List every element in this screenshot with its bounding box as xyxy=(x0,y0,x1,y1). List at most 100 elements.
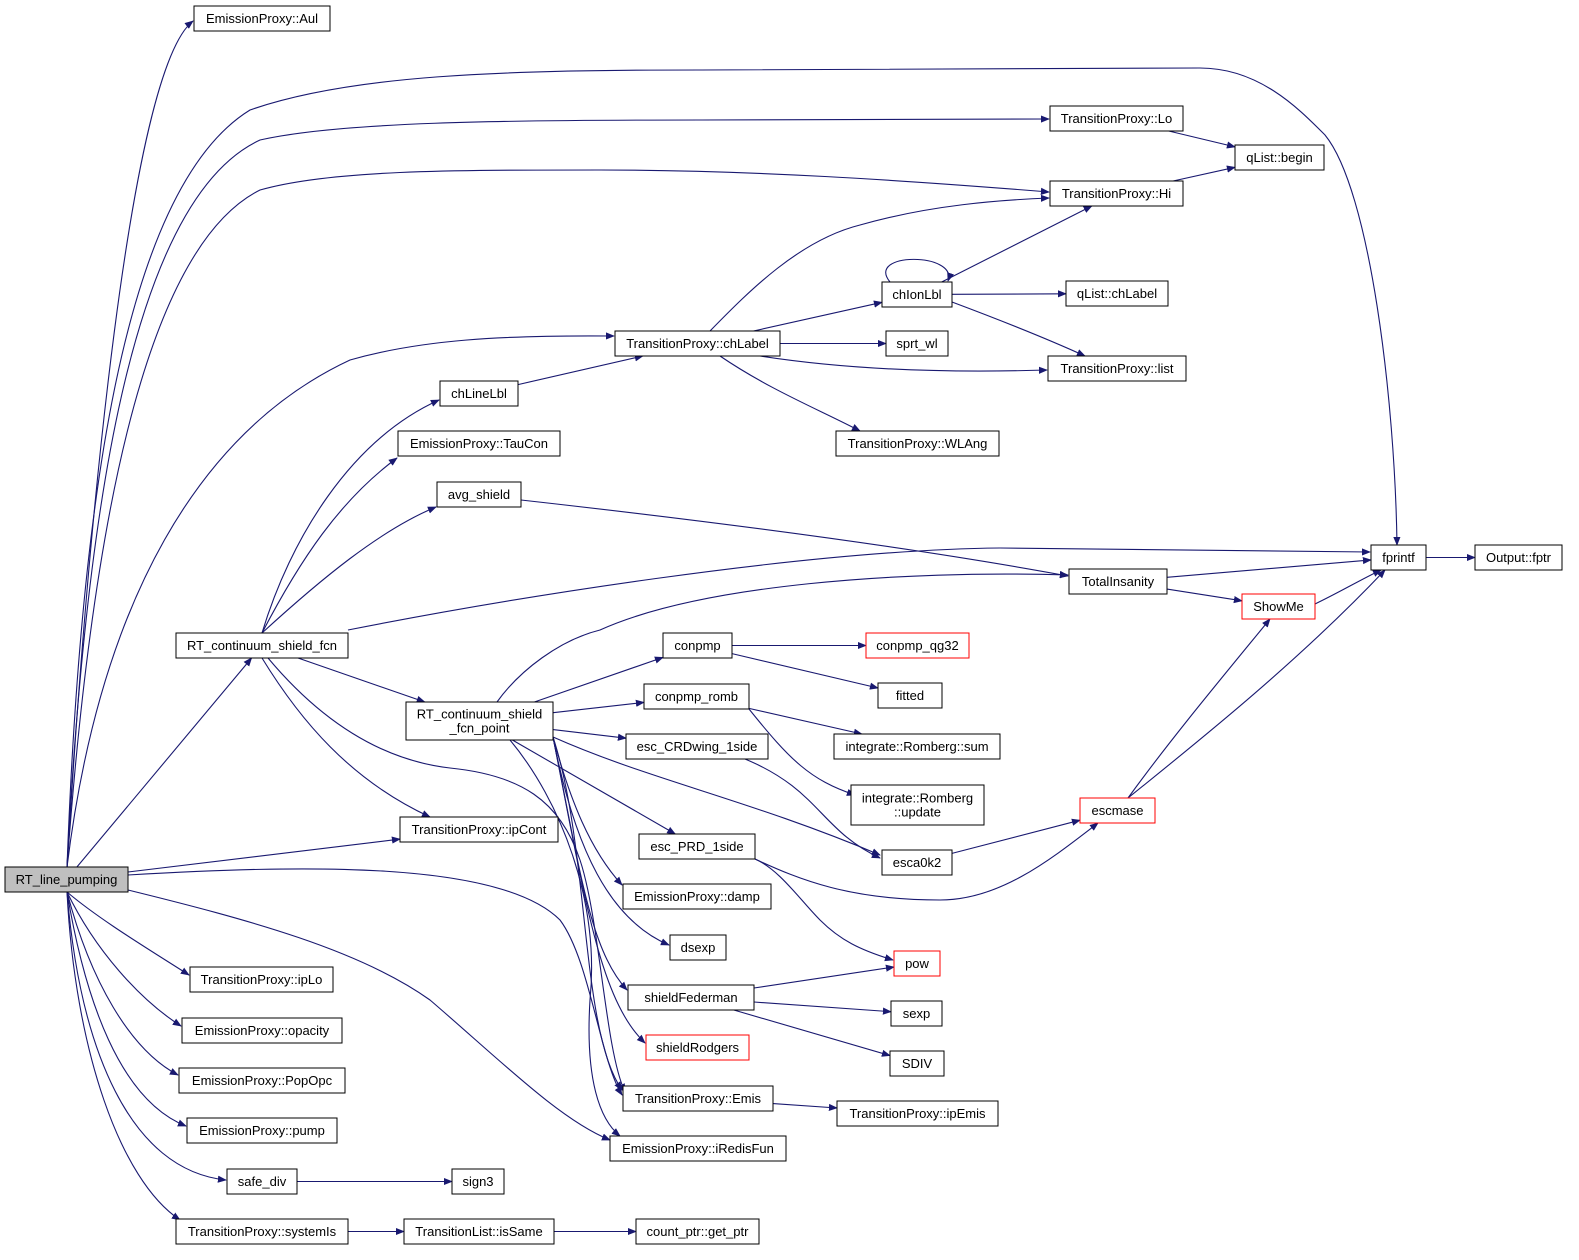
graph-node-tp-list[interactable]: TransitionProxy::list xyxy=(1047,355,1187,382)
call-edge-esca0k2-to-escmase xyxy=(951,818,1081,854)
graph-node-pow[interactable]: pow xyxy=(893,950,941,977)
node-label: sign3 xyxy=(462,1174,493,1189)
call-edge-showme-to-fprintf xyxy=(1314,569,1382,605)
graph-node-iplo[interactable]: TransitionProxy::ipLo xyxy=(189,966,334,993)
call-edge-esc_prd-to-pow xyxy=(754,858,894,962)
graph-node-shieldrodgers[interactable]: shieldRodgers xyxy=(645,1034,750,1061)
node-box xyxy=(645,1034,750,1061)
call-edge-rt_line_pumping-to-safe_div xyxy=(66,891,227,1183)
node-box xyxy=(1474,544,1563,571)
graph-node-sdiv[interactable]: SDIV xyxy=(889,1050,945,1077)
graph-node-rtcsfp[interactable]: RT_continuum_shield_fcn_point xyxy=(405,701,554,741)
call-edge-chionlbl-to-chionlbl xyxy=(885,258,955,283)
graph-node-pump[interactable]: EmissionProxy::pump xyxy=(186,1117,338,1144)
node-label: conpmp_qg32 xyxy=(876,638,958,653)
node-label-line: _fcn_point xyxy=(449,721,510,736)
graph-node-conpmp-romb[interactable]: conpmp_romb xyxy=(643,683,750,710)
graph-node-output-fptr[interactable]: Output::fptr xyxy=(1474,544,1563,571)
node-label: EmissionProxy::Aul xyxy=(206,11,318,26)
node-label: chIonLbl xyxy=(892,287,941,302)
graph-node-ipcont[interactable]: TransitionProxy::ipCont xyxy=(399,816,559,843)
call-edge-rtcsfp-to-tp_emis xyxy=(552,736,623,1091)
graph-node-shieldfederman[interactable]: shieldFederman xyxy=(627,984,755,1011)
graph-node-chionlbl[interactable]: chIonLbl xyxy=(881,281,953,308)
graph-node-sprt-wl[interactable]: sprt_wl xyxy=(885,330,949,357)
node-label: count_ptr::get_ptr xyxy=(647,1224,750,1239)
node-label: sexp xyxy=(903,1006,930,1021)
graph-node-totalinsanity[interactable]: TotalInsanity xyxy=(1068,568,1168,595)
node-box xyxy=(865,632,970,659)
node-box xyxy=(850,784,985,826)
call-edge-tp_emis-to-ipemis xyxy=(772,1103,838,1112)
node-box xyxy=(193,5,331,32)
graph-node-fprintf[interactable]: fprintf xyxy=(1370,544,1427,571)
graph-node-avg-shield[interactable]: avg_shield xyxy=(436,481,522,508)
graph-node-safe-div[interactable]: safe_div xyxy=(226,1168,298,1195)
graph-node-tp-chlabel[interactable]: TransitionProxy::chLabel xyxy=(614,330,781,357)
node-box xyxy=(226,1168,298,1195)
graph-node-tp-hi[interactable]: TransitionProxy::Hi xyxy=(1049,180,1184,207)
node-label-line: RT_continuum_shield xyxy=(417,707,543,722)
graph-node-damp[interactable]: EmissionProxy::damp xyxy=(622,883,772,910)
node-label: avg_shield xyxy=(448,487,510,502)
graph-node-iredisfun[interactable]: EmissionProxy::iRedisFun xyxy=(609,1135,787,1162)
node-label: EmissionProxy::TauCon xyxy=(410,436,548,451)
node-box xyxy=(889,1050,945,1077)
node-label-line: ::update xyxy=(894,805,941,820)
call-edge-rtcsf-to-ipcont xyxy=(261,657,431,818)
graph-node-fitted[interactable]: fitted xyxy=(877,682,943,709)
call-edge-escmase-to-fprintf xyxy=(1127,569,1386,799)
node-label: qList::chLabel xyxy=(1077,286,1157,301)
call-edge-tp_chlabel-to-tp_list xyxy=(759,355,1048,374)
call-edge-rt_line_pumping-to-ipcont xyxy=(127,836,401,873)
node-label: TransitionProxy::chLabel xyxy=(626,336,769,351)
graph-node-romberg-sum[interactable]: integrate::Romberg::sum xyxy=(833,733,1001,760)
graph-node-ipemis[interactable]: TransitionProxy::ipEmis xyxy=(836,1100,999,1127)
call-edge-chlinelbl-to-tp_chlabel xyxy=(517,354,644,386)
call-edge-rt_line_pumping-to-rtcsf xyxy=(76,657,253,868)
node-box xyxy=(1241,593,1316,620)
graph-node-popopc[interactable]: EmissionProxy::PopOpc xyxy=(178,1067,346,1094)
graph-node-tp-lo[interactable]: TransitionProxy::Lo xyxy=(1049,105,1184,132)
graph-node-esc-prd[interactable]: esc_PRD_1side xyxy=(638,833,756,860)
graph-node-qlist-chlabel[interactable]: qList::chLabel xyxy=(1065,280,1169,307)
node-label: EmissionProxy::damp xyxy=(634,889,760,904)
node-label: RT_line_pumping xyxy=(16,872,118,887)
graph-node-sexp[interactable]: sexp xyxy=(890,1000,943,1027)
graph-node-escmase[interactable]: escmase xyxy=(1079,797,1156,824)
node-label: fitted xyxy=(896,688,924,703)
graph-node-conpmp[interactable]: conpmp xyxy=(662,632,733,659)
graph-node-wlang[interactable]: TransitionProxy::WLAng xyxy=(835,430,1000,457)
call-edge-tp_chlabel-to-tp_hi xyxy=(709,194,1050,332)
node-box xyxy=(881,849,953,876)
node-box xyxy=(186,1117,338,1144)
node-box xyxy=(1068,568,1168,595)
graph-node-conpmp-qg32[interactable]: conpmp_qg32 xyxy=(865,632,970,659)
node-label: RT_continuum_shield_fcn xyxy=(187,638,337,653)
graph-node-dsexp[interactable]: dsexp xyxy=(669,934,727,961)
graph-node-romberg-update[interactable]: integrate::Romberg::update xyxy=(850,784,985,826)
call-edge-rtcsfp-to-damp xyxy=(552,736,623,886)
node-box xyxy=(1065,280,1169,307)
graph-node-sign3[interactable]: sign3 xyxy=(451,1168,505,1195)
node-box xyxy=(614,330,781,357)
graph-node-rt-line-pumping[interactable]: RT_line_pumping xyxy=(4,866,129,893)
graph-node-aul[interactable]: EmissionProxy::Aul xyxy=(193,5,331,32)
node-box xyxy=(643,683,750,710)
node-box xyxy=(890,1000,943,1027)
node-label: shieldRodgers xyxy=(656,1040,740,1055)
graph-node-esc-crdwing[interactable]: esc_CRDwing_1side xyxy=(625,733,769,760)
graph-node-opacity[interactable]: EmissionProxy::opacity xyxy=(181,1017,343,1044)
graph-node-qlist-begin[interactable]: qList::begin xyxy=(1234,144,1325,171)
graph-node-rtcsf[interactable]: RT_continuum_shield_fcn xyxy=(175,632,349,659)
call-edge-rtcsfp-to-conpmp xyxy=(534,656,664,703)
graph-node-esca0k2[interactable]: esca0k2 xyxy=(881,849,953,876)
graph-node-chlinelbl[interactable]: chLineLbl xyxy=(439,380,519,407)
graph-node-tp-emis[interactable]: TransitionProxy::Emis xyxy=(622,1085,774,1112)
graph-node-get-ptr[interactable]: count_ptr::get_ptr xyxy=(635,1218,760,1245)
call-edge-rt_line_pumping-to-opacity xyxy=(66,891,182,1027)
graph-node-taucon[interactable]: EmissionProxy::TauCon xyxy=(397,430,561,457)
graph-node-systemis[interactable]: TransitionProxy::systemIs xyxy=(175,1218,349,1245)
graph-node-tl-issame[interactable]: TransitionList::isSame xyxy=(403,1218,555,1245)
graph-node-showme[interactable]: ShowMe xyxy=(1241,593,1316,620)
